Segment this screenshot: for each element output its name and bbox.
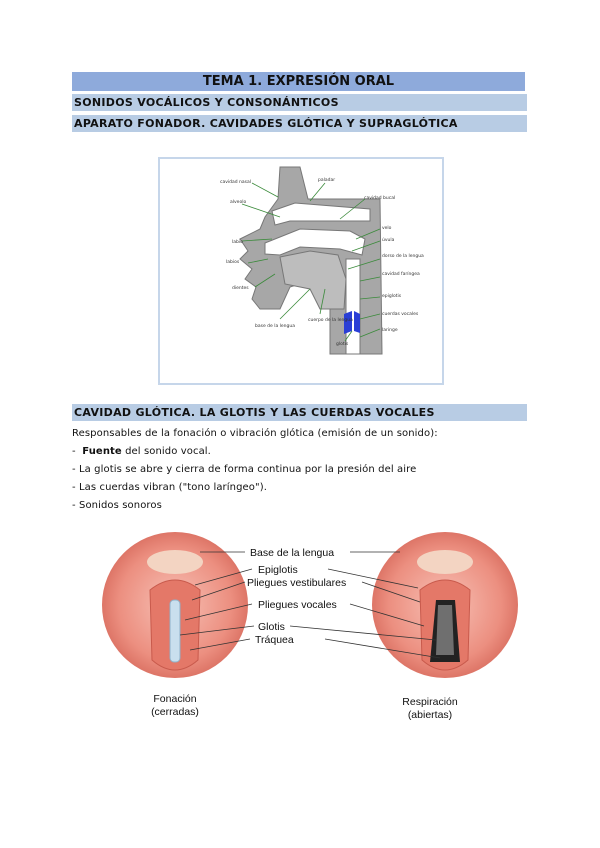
label-pliegues-vocales: Pliegues vocales xyxy=(258,599,337,611)
label-cuerpo-lengua: cuerpo de la lengua xyxy=(308,317,353,323)
label-glotis: glotis xyxy=(336,341,349,347)
label-cavidad-bucal: cavidad bucal xyxy=(364,195,395,201)
bullet-prefix: - xyxy=(72,482,79,493)
label-glotis: Glotis xyxy=(258,621,285,633)
label-labios: labios xyxy=(226,259,240,265)
caption-cerradas: (cerradas) xyxy=(151,706,199,718)
bullet-text: Sonidos sonoros xyxy=(79,500,162,511)
label-base-lengua: base de la lengua xyxy=(255,323,295,329)
caption-fonacion: Fonación xyxy=(153,693,196,705)
bullet-sonoros: - Sonidos sonoros xyxy=(72,500,162,511)
label-base-de-la-lengua: Base de la lengua xyxy=(250,547,334,559)
label-faringea: cavidad faríngea xyxy=(382,270,420,277)
glottis-figure: Base de la lengua Epiglotis Pliegues ves… xyxy=(100,530,520,730)
bullet-glotis: - La glotis se abre y cierra de forma co… xyxy=(72,464,416,475)
label-labio: labio xyxy=(232,239,243,245)
section-intro: Responsables de la fonación o vibración … xyxy=(72,428,438,439)
bullet-fuente: - Fuente del sonido vocal. xyxy=(72,446,211,457)
label-epiglotis: Epiglotis xyxy=(258,564,298,576)
bullet-prefix: - xyxy=(72,464,79,475)
page-title: TEMA 1. EXPRESIÓN ORAL xyxy=(72,72,525,91)
label-cuerdas-vocales: cuerdas vocales xyxy=(382,311,419,317)
label-cavidad-nasal: cavidad nasal xyxy=(220,179,251,185)
vocal-tract-diagram: cavidad nasal paladar alveolo cavidad bu… xyxy=(220,166,424,355)
bullet-bold: Fuente xyxy=(82,446,122,457)
label-paladar: paladar xyxy=(318,177,335,183)
subtitle-aparato-fonador: APARATO FONADOR. CAVIDADES GLÓTICA Y SUP… xyxy=(72,115,527,132)
glottis-diagram: Base de la lengua Epiglotis Pliegues ves… xyxy=(102,532,518,721)
label-alveolo: alveolo xyxy=(230,199,246,205)
vocal-tract-figure: cavidad nasal paladar alveolo cavidad bu… xyxy=(158,157,444,385)
bullet-prefix: - xyxy=(72,500,79,511)
subtitle-vocalicos: SONIDOS VOCÁLICOS Y CONSONÁNTICOS xyxy=(72,94,527,111)
caption-abiertas: (abiertas) xyxy=(408,709,452,721)
bullet-prefix: - xyxy=(72,446,83,457)
section-heading-cavidad-glotica: CAVIDAD GLÓTICA. LA GLOTIS Y LAS CUERDAS… xyxy=(72,404,527,421)
bullet-text: La glotis se abre y cierra de forma cont… xyxy=(79,464,417,475)
label-dorso: dorso de la lengua xyxy=(382,253,424,259)
label-pliegues-vestibulares: Pliegues vestibulares xyxy=(247,577,346,589)
label-velo: velo xyxy=(382,225,392,231)
label-dientes: dientes xyxy=(232,285,249,291)
caption-respiracion: Respiración xyxy=(402,696,458,708)
label-laringe: laringe xyxy=(382,327,398,333)
bullet-text: Las cuerdas vibran ("tono laríngeo"). xyxy=(79,482,267,493)
bullet-text: del sonido vocal. xyxy=(121,446,211,457)
label-epiglotis: epiglotis xyxy=(382,293,402,299)
label-traquea: Tráquea xyxy=(255,634,294,646)
label-uvula: úvula xyxy=(382,236,395,243)
bullet-cuerdas: - Las cuerdas vibran ("tono laríngeo"). xyxy=(72,482,267,493)
